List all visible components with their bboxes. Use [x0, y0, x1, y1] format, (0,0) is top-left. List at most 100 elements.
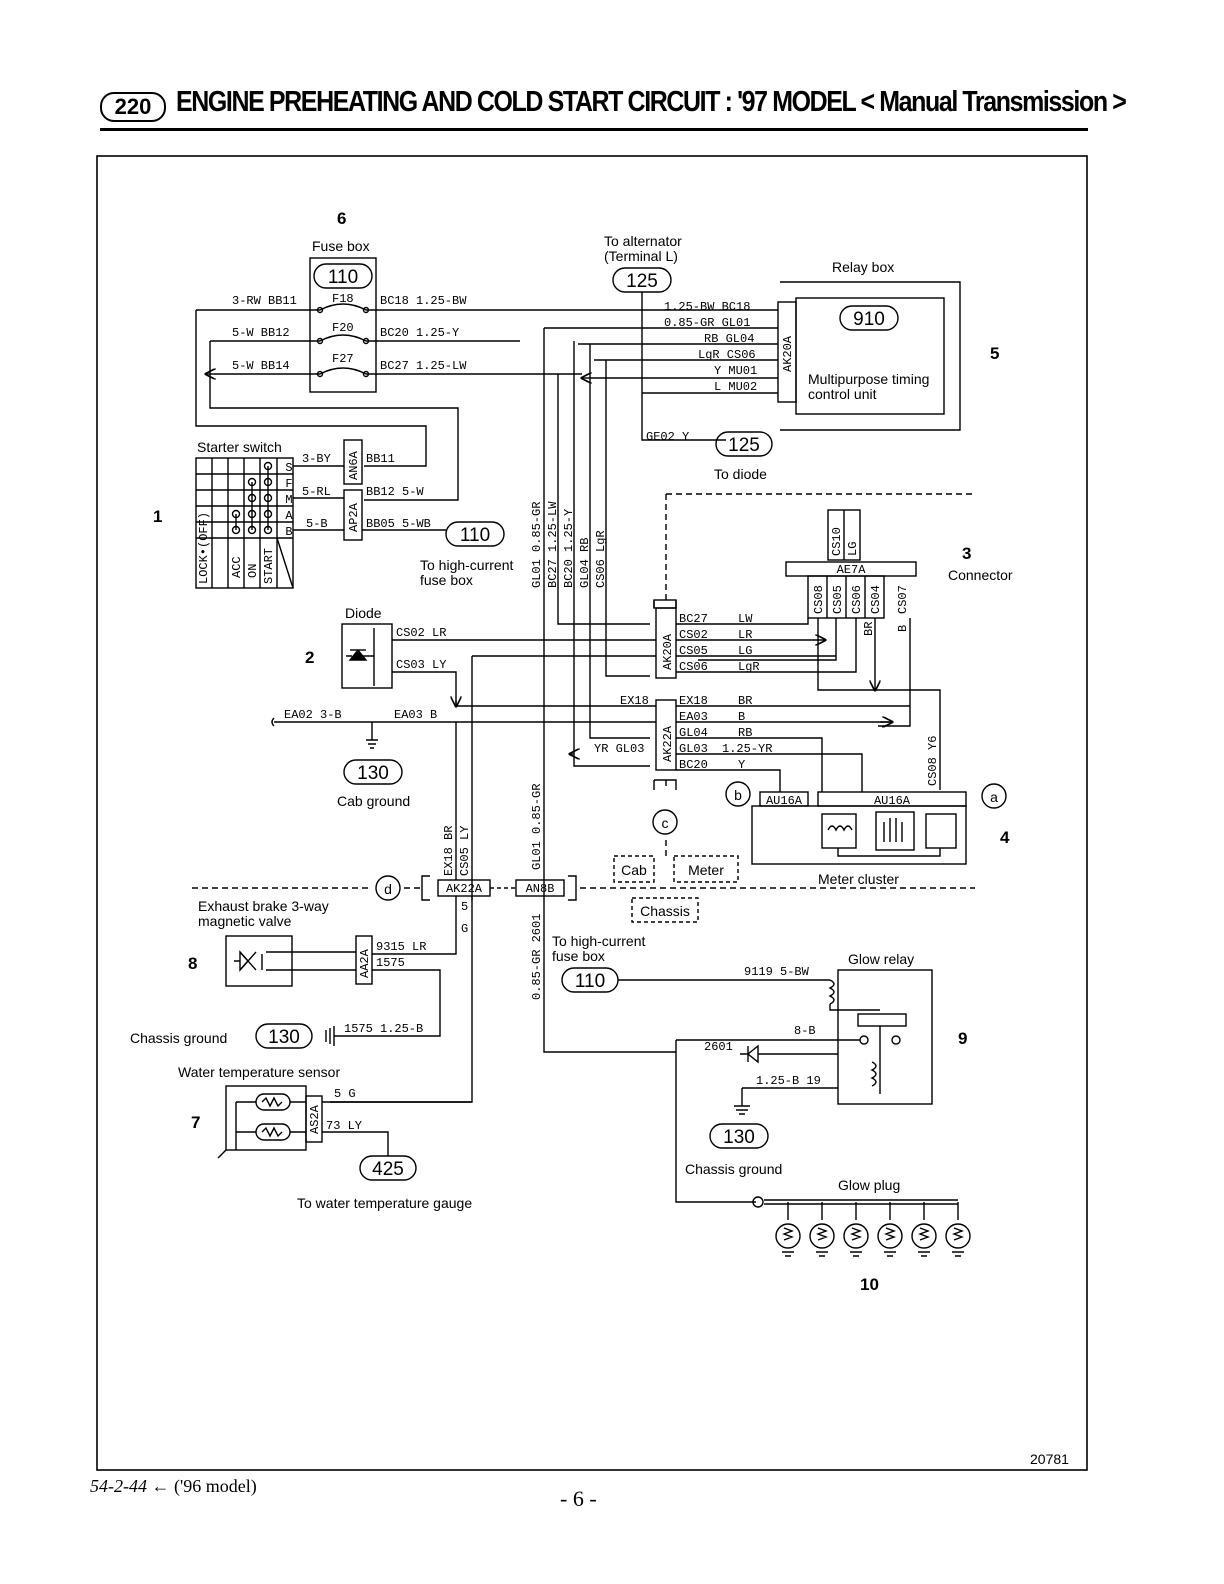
ak20a-color-lr: LR	[738, 628, 752, 642]
diode-label: Diode	[345, 605, 382, 621]
marker-b: b	[734, 787, 742, 803]
bus-gl04: GL04 RB	[578, 538, 592, 588]
ae7a-code: AE7A	[837, 563, 867, 577]
chassis-ground-right-ref: 130	[723, 1127, 755, 1148]
wire-9119: 9119 5-BW	[744, 965, 810, 979]
glow-relay-number: 9	[958, 1029, 967, 1048]
ae7a-b: B	[896, 625, 910, 632]
starter-switch-label: Starter switch	[197, 439, 282, 455]
ak20a-color-lg: LG	[738, 644, 752, 658]
ak20a-pin-cs02: CS02	[679, 628, 708, 642]
starter-switch-number: 1	[153, 507, 162, 526]
wire-yr-gl03: YR GL03	[594, 742, 644, 756]
pos-acc: ACC	[230, 556, 244, 578]
relay-pin-cs06: LgR CS06	[698, 348, 756, 362]
wire-1575: 1575	[376, 956, 405, 970]
fuse-box-number: 6	[337, 209, 346, 228]
ak20a-pin-bc27: BC27	[679, 612, 708, 626]
timing-unit-label-1: Multipurpose timing	[808, 371, 929, 387]
wire-ge02: GE02 Y	[646, 430, 689, 444]
starter-switch: Starter switch S F M A B LOCK•(OFF) ACC …	[153, 439, 294, 589]
page-title: ENGINE PREHEATING AND COLD START CIRCUIT…	[176, 86, 1127, 118]
connector-as2a: AS2A	[308, 1104, 322, 1134]
ae7a-lg: LG	[846, 542, 860, 556]
ae7a-cs08: CS08	[812, 585, 826, 614]
meter-cluster-number: 4	[1000, 828, 1010, 847]
glow-plug: Glow plug 10	[752, 1177, 971, 1294]
meter-conn-1: AU16A	[766, 794, 803, 808]
alternator-ref: 125	[626, 271, 658, 292]
diode-number: 2	[305, 648, 314, 667]
water-temp-sensor: Water temperature sensor 7	[178, 1064, 340, 1159]
zone-cab: Cab	[621, 862, 647, 878]
valve-number: 8	[188, 954, 197, 973]
chassis-ground-left-ref: 130	[268, 1027, 300, 1048]
footer-ref: 54-2-44	[90, 1476, 147, 1496]
connector-label: Connector	[948, 567, 1013, 583]
relay-box: Relay box 910 Multipurpose timing contro…	[777, 259, 999, 431]
wire-bc20: BC20 1.25-Y	[380, 326, 459, 340]
water-sensor-number: 7	[191, 1113, 200, 1132]
to-diode-label: To diode	[714, 466, 767, 482]
connector-ak22a-lower: AK22A	[446, 882, 483, 896]
relay-box-number: 5	[990, 344, 999, 363]
high-current-1-label-1: To high-current	[420, 557, 513, 573]
wire-125b-19: 1.25-B 19	[756, 1074, 821, 1088]
wire-cs03: CS03 LY	[396, 658, 446, 672]
ak22a-pin-ex18: EX18	[679, 694, 708, 708]
terminal-m: M	[285, 493, 292, 507]
ae7a-br: BR	[862, 622, 876, 636]
ae7a-cs10: CS10	[830, 527, 844, 556]
ak20a-color-lgr: LgR	[738, 660, 760, 674]
glow-relay-label: Glow relay	[848, 951, 914, 967]
ak22a-color-b: B	[738, 710, 745, 724]
water-sensor-label: Water temperature sensor	[178, 1064, 340, 1080]
relay-pin-mu01: Y MU01	[714, 364, 757, 378]
wire-bb11: 3-RW BB11	[232, 294, 297, 308]
page-number-badge: 220	[100, 92, 166, 122]
wire-bb12: 5-W BB12	[232, 326, 290, 340]
fuse-box-ref: 110	[328, 267, 358, 288]
meter-cluster-label: Meter cluster	[818, 871, 899, 887]
pos-start: START	[262, 548, 276, 584]
ak22a-pin-ea03: EA03	[679, 710, 708, 724]
water-sensor-ref: 425	[372, 1159, 404, 1180]
bus-gl01: GL01 0.85-GR	[530, 502, 544, 588]
wire-cs02: CS02 LR	[396, 626, 446, 640]
water-gauge-label: To water temperature gauge	[297, 1195, 472, 1211]
footer-model: ('96 model)	[174, 1476, 257, 1496]
terminal-b: B	[285, 525, 292, 539]
ak22a-mid: AK22A	[661, 725, 675, 762]
high-current-2-label-2: fuse box	[552, 948, 605, 964]
chassis-ground-left-label: Chassis ground	[130, 1030, 227, 1046]
footer-arrow: ←	[151, 1476, 170, 1496]
bus-cs06: CS06 LgR	[594, 530, 608, 588]
marker-a: a	[990, 789, 998, 805]
ak20a-pin-cs05: CS05	[679, 644, 708, 658]
glow-relay: Glow relay 9	[828, 951, 967, 1105]
exhaust-valve: Exhaust brake 3-way magnetic valve 8	[188, 898, 329, 987]
wire-3by: 3-BY	[302, 452, 331, 466]
fuse-f27: F27	[332, 352, 354, 366]
gl01-mid: GL01 0.85-GR	[530, 784, 544, 870]
diagram-frame	[96, 155, 1088, 1471]
bus-bc20: BC20 1.25-Y	[562, 509, 576, 588]
to-diode-ref: 125	[728, 435, 760, 456]
valve-label-2: magnetic valve	[198, 913, 292, 929]
fuse-f18: F18	[332, 292, 354, 306]
meter-conn-2: AU16A	[874, 794, 911, 808]
wire-ea03: EA03 B	[394, 708, 437, 722]
wire-ground-1575: 1575 1.25-B	[344, 1022, 423, 1036]
meter-cluster: AU16A AU16A Meter cluster 4	[751, 791, 1010, 887]
ex18-left: EX18	[620, 694, 649, 708]
relay-pin-bc18: 1.25-BW BC18	[664, 300, 750, 314]
marker-c: c	[662, 815, 669, 831]
wire-bb11-sw: BB11	[366, 452, 395, 466]
wire-bc18: BC18 1.25-BW	[380, 294, 467, 308]
zone-chassis: Chassis	[640, 903, 690, 919]
wire-2601: 2601	[704, 1040, 733, 1054]
connector-number: 3	[962, 544, 971, 563]
page-header: 220 ENGINE PREHEATING AND COLD START CIR…	[100, 86, 1127, 132]
chassis-ground-right-label: Chassis ground	[685, 1161, 782, 1177]
